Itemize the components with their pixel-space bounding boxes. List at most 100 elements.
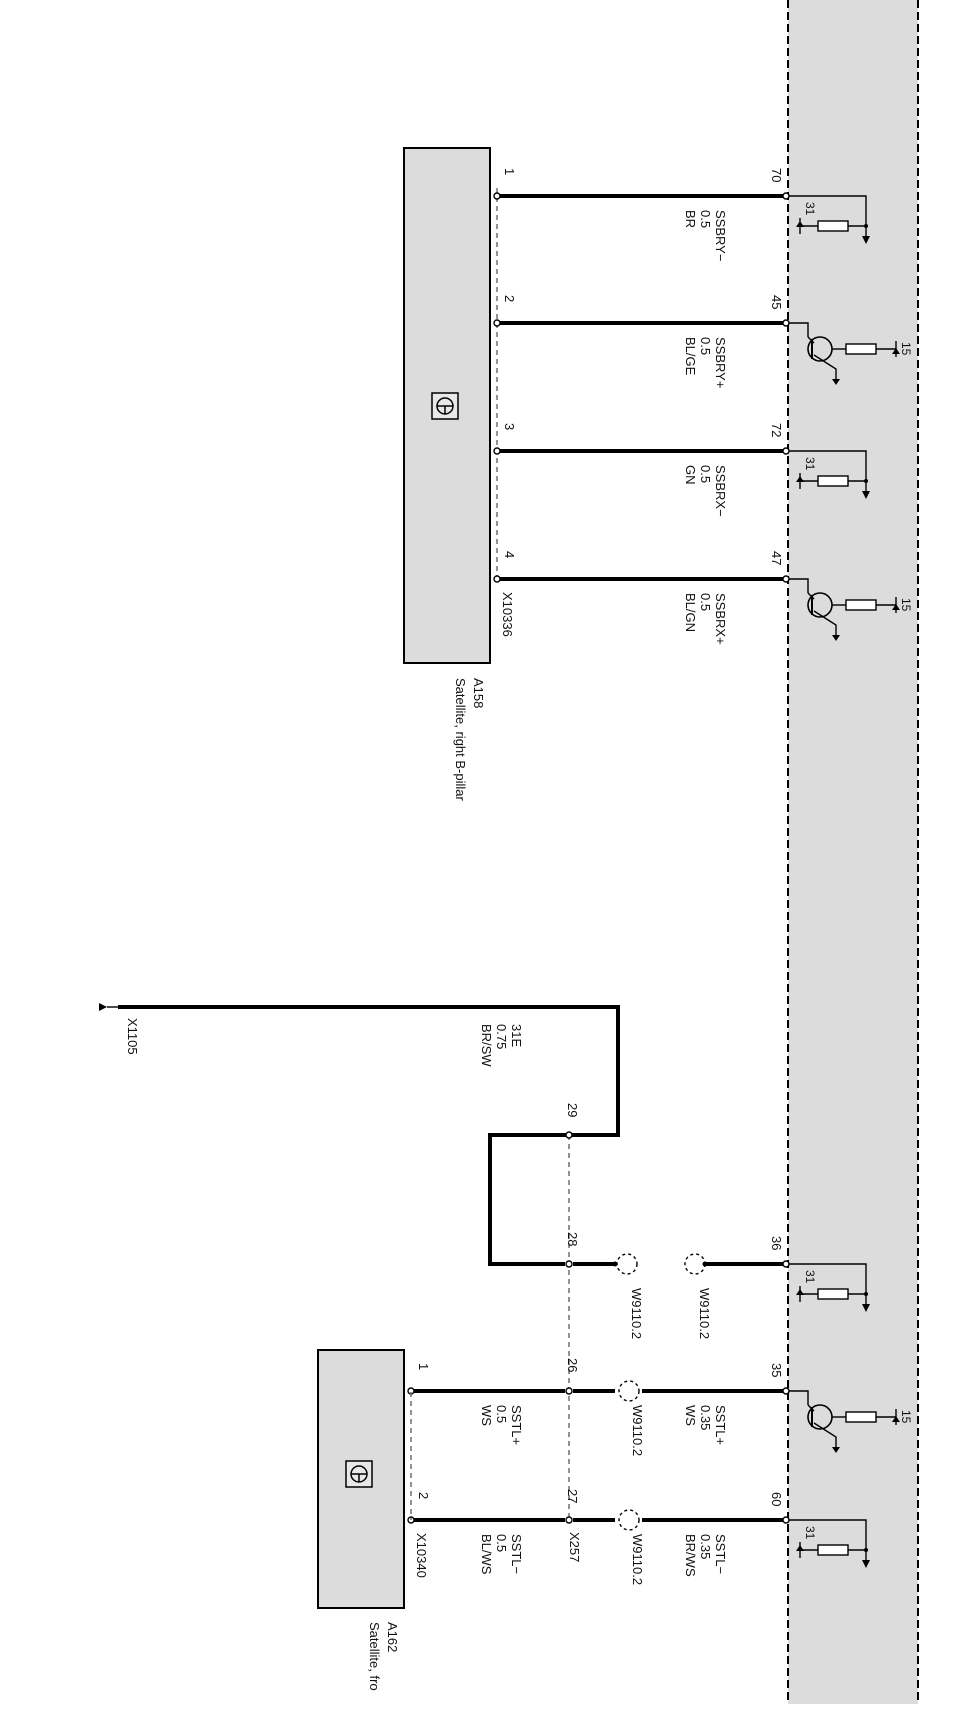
wire-signal-sstl: SSTL+ bbox=[713, 1405, 728, 1445]
control-unit-panel bbox=[788, 0, 918, 1708]
junction-dot bbox=[864, 479, 868, 483]
ref-arrow-icon bbox=[796, 221, 804, 227]
ecu-ref-15: 15 bbox=[899, 342, 913, 356]
transistor-lead bbox=[789, 578, 809, 593]
transistor-lead bbox=[789, 1390, 809, 1405]
splice-open-upper bbox=[684, 1253, 706, 1275]
module-a162: X10340 A162 Satellite, fro bbox=[317, 1349, 429, 1691]
transistor-emitter bbox=[813, 610, 837, 635]
ref-arrow-icon bbox=[796, 476, 804, 482]
wire-gauge: 0.35 bbox=[698, 1405, 713, 1430]
ecu-pin-label-36: 36 bbox=[769, 1236, 784, 1250]
x257-pin-29: 29 bbox=[565, 1103, 580, 1117]
ecu-ref-31: 31 bbox=[803, 1270, 817, 1284]
resistor-icon bbox=[817, 475, 849, 487]
ecu-pin-terminal bbox=[782, 1260, 790, 1268]
ecu-pin-label-45: 45 bbox=[769, 295, 784, 309]
wire-splice-label: W9110.2 bbox=[630, 1405, 645, 1456]
transistor-emitter bbox=[813, 354, 837, 379]
x257-pin-terminal bbox=[565, 1260, 573, 1268]
wire-signal-ssbrx: SSBRX+ bbox=[713, 593, 728, 645]
transistor-emitter bbox=[813, 1422, 837, 1447]
x257-pin-27: 27 bbox=[565, 1489, 580, 1503]
ecu-pin-label-35: 35 bbox=[769, 1363, 784, 1377]
wire-color: WS bbox=[479, 1405, 494, 1426]
transistor-collector bbox=[807, 336, 815, 344]
resistor-icon bbox=[845, 1411, 877, 1423]
ground-wire-color: BR/SW bbox=[479, 1024, 494, 1067]
ecu-ref-15: 15 bbox=[899, 1410, 913, 1424]
wire-signal-ssbry: SSBRY+ bbox=[713, 337, 728, 388]
ecu-pin-label-70: 70 bbox=[769, 168, 784, 182]
ecu-ref-31: 31 bbox=[803, 202, 817, 216]
resistor-icon bbox=[845, 343, 877, 355]
ref-arrow-icon bbox=[796, 1289, 804, 1295]
lower-wire-group: SSTL+0.35WSW9110.2SSTL−0.35BR/WSW9110.21… bbox=[407, 1131, 783, 1585]
resistor-icon bbox=[817, 1288, 849, 1300]
wire-gauge: 0.35 bbox=[698, 1534, 713, 1559]
ecu-circuit-pin-45: 45 15 bbox=[769, 295, 913, 385]
a162-pin-2: 2 bbox=[416, 1492, 431, 1499]
connector-x257: X257 29 28 26 27 bbox=[565, 1103, 582, 1562]
ecu-pin-terminal bbox=[782, 192, 790, 200]
ref-arrow-icon bbox=[796, 1545, 804, 1551]
airbag-satellite-icon bbox=[431, 392, 459, 420]
ground-arrow-icon bbox=[862, 491, 870, 499]
pulldown-tap bbox=[789, 195, 867, 230]
module-a158-connector: X10336 bbox=[500, 592, 515, 637]
a158-pin-2: 2 bbox=[502, 295, 517, 302]
ground-wire-signal: 31E bbox=[509, 1024, 524, 1047]
module-a158: X10336 A158 Satellite, right B-pillar bbox=[403, 147, 515, 801]
x257-pin-26: 26 bbox=[565, 1358, 580, 1372]
ground-arrow-icon bbox=[862, 1304, 870, 1312]
ground-wire-gauge: 0.75 bbox=[494, 1024, 509, 1049]
splice-open-lower bbox=[616, 1253, 638, 1275]
resistor-icon bbox=[845, 599, 877, 611]
wire-gauge: 0.5 bbox=[494, 1405, 509, 1423]
wire-color: BR/WS bbox=[683, 1534, 698, 1577]
module-a158-id: A158 bbox=[471, 678, 486, 708]
wire-signal-sstl: SSTL− bbox=[509, 1534, 524, 1574]
wire-gauge: 0.5 bbox=[494, 1534, 509, 1552]
ecu-ref-31: 31 bbox=[803, 457, 817, 471]
connector-x257-name: X257 bbox=[567, 1532, 582, 1562]
resistor-icon bbox=[817, 1544, 849, 1556]
ground-arrow-icon bbox=[832, 379, 840, 385]
ecu-pin-terminal bbox=[782, 319, 790, 327]
splice-lower-label: W9110.2 bbox=[629, 1288, 644, 1339]
ground-arrow-icon bbox=[862, 236, 870, 244]
splice-open-circle bbox=[618, 1380, 640, 1402]
ecu-ref-15: 15 bbox=[899, 598, 913, 612]
connector-pin-terminal bbox=[493, 575, 501, 583]
transistor-collector bbox=[807, 1404, 815, 1412]
supply-arrow-icon bbox=[892, 348, 900, 354]
connector-pin-terminal bbox=[493, 319, 501, 327]
x257-pin-terminal bbox=[565, 1131, 573, 1139]
module-a162-id: A162 bbox=[385, 1622, 400, 1652]
ecu-ref-31: 31 bbox=[803, 1526, 817, 1540]
pulldown-tap bbox=[789, 1263, 867, 1298]
wire-signal-sstl: SSTL+ bbox=[509, 1405, 524, 1445]
upper-wire-group: 1SSBRY−0.5BR2SSBRY+0.5BL/GE3SSBRX−0.5GN4… bbox=[493, 168, 783, 645]
module-a162-connector: X10340 bbox=[414, 1533, 429, 1578]
ecu-circuit-pin-70: 70 31 bbox=[769, 168, 870, 244]
x257-pin-terminal bbox=[565, 1516, 573, 1524]
ground-arrow-icon bbox=[832, 1447, 840, 1453]
ecu-pin-terminal bbox=[782, 575, 790, 583]
ground-icon bbox=[99, 1003, 107, 1011]
junction-dot bbox=[864, 224, 868, 228]
pulldown-tap bbox=[789, 450, 867, 485]
wire-color: BL/GE bbox=[683, 337, 698, 376]
wire-signal-ssbry: SSBRY− bbox=[713, 210, 728, 261]
a158-pin-3: 3 bbox=[502, 423, 517, 430]
